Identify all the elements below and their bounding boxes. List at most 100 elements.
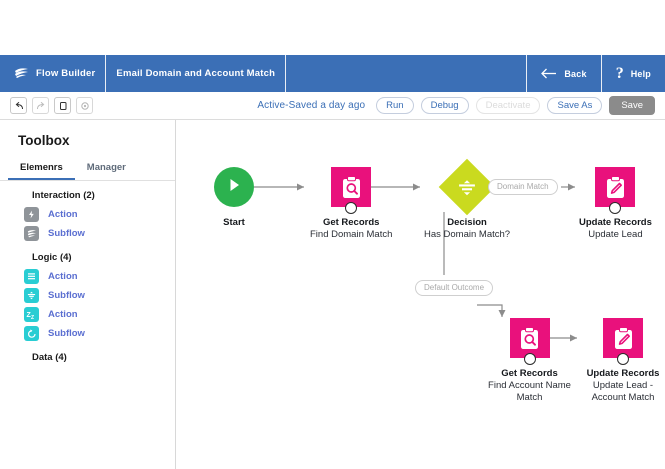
clipboard-search-icon <box>341 175 362 199</box>
brand-label: Flow Builder <box>36 68 96 79</box>
run-button[interactable]: Run <box>376 96 414 115</box>
gear-icon <box>80 101 90 111</box>
clipboard-pencil-icon <box>613 326 634 350</box>
loop-icon <box>24 326 39 341</box>
node-connector-dot[interactable] <box>609 202 622 214</box>
group-heading-data: Data (4) <box>32 352 67 363</box>
node-subtitle: Find Domain Match <box>310 228 393 240</box>
save-as-button[interactable]: Save As <box>547 96 603 115</box>
toolbox-item-label: Action <box>48 309 78 320</box>
app-bar-spacer <box>286 55 528 92</box>
node-subtitle: Update Lead <box>588 228 643 240</box>
toolbox-item-label: Subflow <box>48 228 85 239</box>
start-circle <box>214 167 254 207</box>
toolbox-item-label: Action <box>48 271 78 282</box>
group-heading-interaction: Interaction (2) <box>32 190 95 201</box>
node-subtitle: Find Account Name Match <box>488 379 571 404</box>
node-title: Update Records <box>586 368 660 379</box>
flow-status: Active-Saved a day ago <box>257 100 366 111</box>
record-square <box>509 318 550 358</box>
flow-node-update-records-lead[interactable]: Update Records Update Lead <box>579 167 652 241</box>
node-shape-start[interactable] <box>214 167 254 207</box>
node-title: Decision <box>447 217 487 228</box>
play-icon <box>225 176 243 199</box>
back-label: Back <box>564 68 587 79</box>
toolbox-item-label: Subflow <box>48 328 85 339</box>
tab-elements[interactable]: Elemenrs <box>8 157 75 180</box>
group-heading-logic: Logic (4) <box>32 252 72 263</box>
node-shape-get-records[interactable] <box>509 318 550 365</box>
toolbar-actions: Active-Saved a day ago Run Debug Deactiv… <box>257 95 665 116</box>
toolbox-item-action-interaction[interactable]: Action <box>0 205 175 224</box>
list-icon <box>24 269 39 284</box>
redo-button[interactable] <box>32 97 49 114</box>
node-shape-decision[interactable] <box>438 158 496 216</box>
arrow-left-icon <box>541 68 557 79</box>
redo-icon <box>36 101 46 111</box>
brand-cell[interactable]: Flow Builder <box>0 55 107 92</box>
flow-title-cell: Email Domain and Account Match <box>106 55 287 92</box>
toolbox-item-label: Subflow <box>48 290 85 301</box>
record-square <box>603 318 643 358</box>
bolt-icon <box>24 207 39 222</box>
node-subtitle: Has Domain Match? <box>424 228 511 240</box>
page-title: Toolbox <box>18 133 70 148</box>
node-title: Update Records <box>579 217 652 228</box>
decision-icon <box>24 288 39 303</box>
swirl-logo-icon <box>14 68 29 79</box>
toolbox-item-subflow-logic-2[interactable]: Subflow <box>0 324 175 343</box>
decision-icon <box>458 178 477 197</box>
flow-node-get-records-domain[interactable]: Get Records Find Domain Match <box>310 167 392 241</box>
debug-button[interactable]: Debug <box>420 96 469 115</box>
clipboard-search-icon <box>519 326 540 350</box>
node-connector-dot[interactable] <box>345 202 358 214</box>
node-shape-get-records[interactable] <box>331 167 372 214</box>
copy-icon <box>58 101 68 111</box>
waves-icon <box>24 226 39 241</box>
svg-text:Z: Z <box>27 312 32 319</box>
connector-label-default-outcome[interactable]: Default Outcome <box>415 280 494 296</box>
node-shape-update-records[interactable] <box>595 167 636 214</box>
deactivate-button: Deactivate <box>475 96 541 115</box>
toolbox-item-subflow-interaction[interactable]: Subflow <box>0 224 175 243</box>
toolbox-panel: Toolbox Elemenrs Manager Interaction (2)… <box>0 120 176 469</box>
node-connector-dot[interactable] <box>523 353 536 365</box>
app-bar: Flow Builder Email Domain and Account Ma… <box>0 55 665 92</box>
node-title: Get Records <box>322 217 380 228</box>
undo-button[interactable] <box>10 97 27 114</box>
editor-toolbar: Active-Saved a day ago Run Debug Deactiv… <box>0 92 665 120</box>
toolbox-item-subflow-logic-1[interactable]: Subflow <box>0 286 175 305</box>
tab-manager[interactable]: Manager <box>86 162 126 173</box>
clipboard-pencil-icon <box>605 175 626 199</box>
undo-icon <box>14 101 24 111</box>
node-subtitle: Update Lead - Account Match <box>591 379 655 404</box>
help-button[interactable]: ? Help <box>602 55 665 92</box>
back-button[interactable]: Back <box>527 55 602 92</box>
flow-node-update-records-account[interactable]: Update Records Update Lead - Account Mat… <box>581 318 665 405</box>
settings-button[interactable] <box>76 97 93 114</box>
svg-text:Z: Z <box>31 315 34 320</box>
record-square <box>331 167 372 207</box>
toolbox-tabs: Elemenrs Manager <box>0 157 175 181</box>
node-shape-update-records[interactable] <box>603 318 643 365</box>
toolbox-item-action-logic-2[interactable]: Z Z Action <box>0 305 175 324</box>
question-mark-icon: ? <box>615 64 624 82</box>
connector-label-domain-match[interactable]: Domain Match <box>488 179 558 195</box>
flow-title: Email Domain and Account Match <box>116 68 276 79</box>
sleep-zz-icon: Z Z <box>24 307 39 322</box>
node-title: Start <box>223 217 245 228</box>
flow-node-start[interactable]: Start <box>214 167 254 229</box>
toolbar-icon-group <box>0 97 93 114</box>
toolbox-item-label: Action <box>48 209 78 220</box>
save-button[interactable]: Save <box>609 95 655 116</box>
record-square <box>595 167 636 207</box>
help-label: Help <box>630 68 651 79</box>
decision-diamond <box>438 158 496 216</box>
flow-canvas[interactable]: Start Get Records Find Domain Match <box>177 120 665 469</box>
node-title: Get Records <box>501 368 558 379</box>
flow-node-get-records-account[interactable]: Get Records Find Account Name Match <box>482 318 577 405</box>
copy-button[interactable] <box>54 97 71 114</box>
node-connector-dot[interactable] <box>617 353 629 365</box>
toolbox-item-action-logic-1[interactable]: Action <box>0 267 175 286</box>
flow-node-decision[interactable]: Decision Has Domain Match? <box>424 158 511 241</box>
